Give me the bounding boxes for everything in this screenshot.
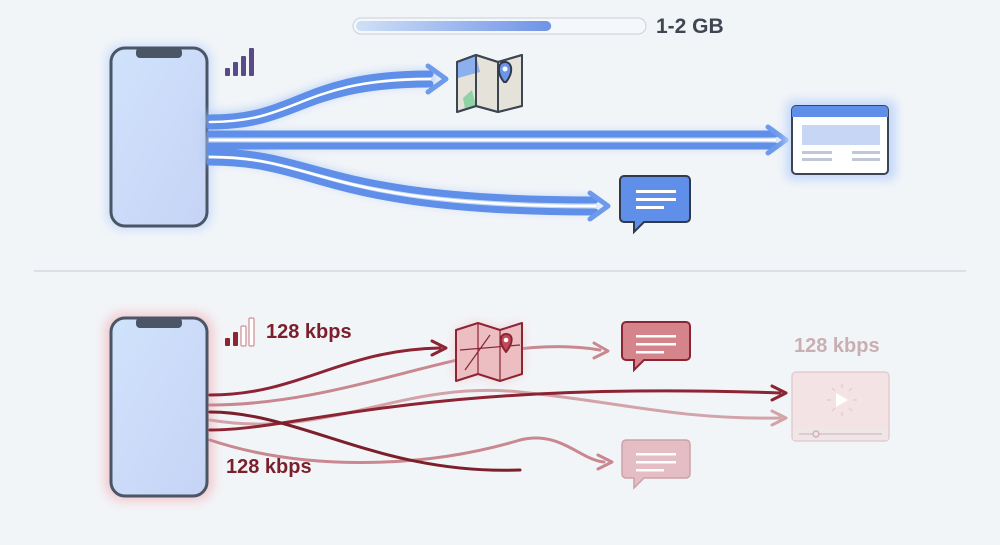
play-icon: [836, 393, 848, 407]
throttled-data-streams: [208, 339, 788, 472]
data-usage-fill: [356, 21, 552, 31]
browser-window-icon: [786, 100, 896, 180]
signal-strong-icon: [225, 48, 254, 76]
phone-throttled: [106, 314, 212, 500]
fast-data-streams: [203, 63, 789, 222]
phone-fast: [106, 44, 212, 230]
data-usage-bar: [352, 17, 647, 35]
throttled-speed-label-lower: 128 kbps: [226, 456, 312, 478]
map-icon: [456, 54, 523, 113]
chat-message-icon-throttled: [621, 321, 691, 373]
chat-message-icon: [619, 175, 691, 235]
video-speed-label: 128 kbps: [794, 335, 880, 357]
map-icon-throttled: [455, 322, 523, 382]
data-allowance-label: 1-2 GB: [656, 15, 724, 38]
throttled-speed-label: 128 kbps: [266, 321, 352, 343]
video-player-buffering-icon: [791, 371, 890, 442]
loading-spinner-icon: [827, 384, 857, 416]
chat-message-icon-faded: [621, 439, 691, 490]
signal-weak-icon: [225, 317, 255, 347]
